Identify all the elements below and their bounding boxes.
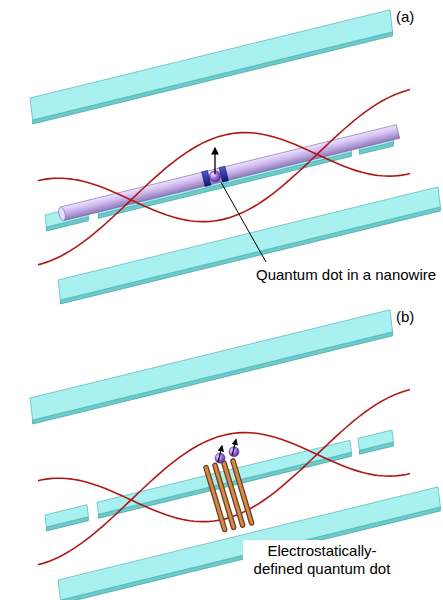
center-conductor-edge xyxy=(98,152,351,218)
ground-plane-top-edge xyxy=(33,32,393,124)
gate-electrode xyxy=(215,465,234,527)
ground-plane-top xyxy=(30,310,393,420)
callout-label: Quantum dot in a nanowire xyxy=(256,266,436,284)
gate-electrode xyxy=(224,463,243,525)
gate-electrode-edge xyxy=(233,461,252,523)
coupling-pad-right xyxy=(358,430,393,450)
nanowire-body xyxy=(60,125,399,221)
spin-arrow xyxy=(232,440,236,456)
ground-plane-top-edge xyxy=(33,332,393,424)
ground-plane-top xyxy=(30,10,393,120)
panel-label: (a) xyxy=(396,8,414,26)
nanowire-end xyxy=(57,206,66,221)
gate-electrode-edge xyxy=(206,468,225,530)
tunnel-barrier xyxy=(219,166,228,182)
standing-wave xyxy=(38,90,410,222)
panel-b xyxy=(30,310,440,600)
spin-arrow xyxy=(218,446,222,462)
gate-electrode-edge xyxy=(224,463,243,525)
tunnel-barrier xyxy=(202,170,211,186)
ground-plane-bottom-edge xyxy=(60,207,440,304)
nanowire xyxy=(57,124,399,222)
gate-electrode-edge xyxy=(215,465,234,527)
gate-electrode xyxy=(206,468,225,530)
leader-line xyxy=(221,182,266,262)
panel-label: (b) xyxy=(396,308,414,326)
spin-arrow xyxy=(214,148,215,174)
standing-wave xyxy=(38,133,410,265)
callout-label: Electrostatically-defined quantum dot xyxy=(243,540,401,580)
coupling-pad-left xyxy=(45,505,88,527)
gate-electrode xyxy=(233,461,252,523)
panel-a xyxy=(30,10,440,304)
